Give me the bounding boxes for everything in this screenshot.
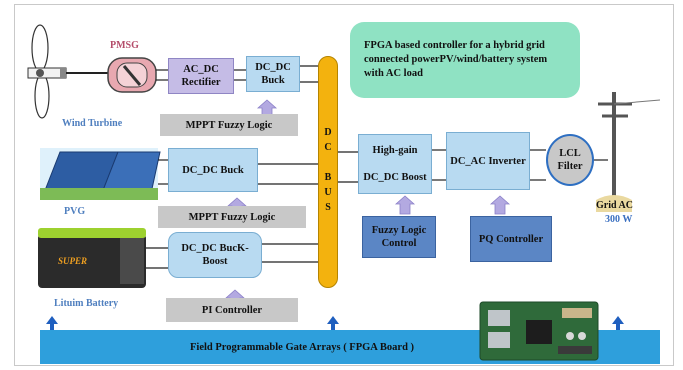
arrow-up-icon — [327, 316, 339, 330]
dc-ac-inverter-block: DC_AC Inverter — [446, 132, 530, 190]
arrow-up-icon — [46, 316, 58, 330]
pmsg-label: PMSG — [110, 40, 139, 51]
dc-dc-buck-top-block: DC_DC Buck — [246, 56, 300, 92]
pq-controller-block: PQ Controller — [470, 216, 552, 262]
mppt-fuzzy-top-block: MPPT Fuzzy Logic — [160, 114, 298, 136]
pi-controller-block: PI Controller — [166, 298, 298, 322]
dc-dc-buck-boost-block: DC_DC BucK-Boost — [168, 232, 262, 278]
solar-panel-icon — [40, 148, 161, 200]
fpga-bar-label: Field Programmable Gate Arrays ( FPGA Bo… — [190, 341, 415, 353]
mppt-fuzzy-pv-block: MPPT Fuzzy Logic — [158, 206, 306, 228]
pv-label: PVG — [64, 206, 86, 217]
battery-icon — [38, 228, 146, 288]
fpga-board-icon — [479, 301, 599, 361]
utility-pole-icon — [596, 92, 661, 212]
lcl-filter-block: LCL Filter — [546, 134, 594, 186]
grid-power-label: 300 W — [605, 214, 633, 225]
wind-turbine-label: Wind Turbine — [62, 118, 123, 129]
title-box: FPGA based controller for a hybrid grid … — [350, 22, 580, 98]
ac-dc-rectifier-block: AC_DC Rectifier — [168, 58, 234, 94]
arrow-up-icon — [394, 195, 416, 215]
high-gain-boost-block: High-gain DC_DC Boost — [358, 134, 432, 194]
fuzzy-logic-control-block: Fuzzy Logic Control — [362, 216, 436, 258]
arrow-up-icon — [489, 195, 511, 215]
battery-label: Lituim Battery — [54, 298, 119, 309]
pmsg-icon — [107, 57, 157, 93]
fpga-board-image — [478, 300, 600, 362]
title-text: FPGA based controller for a hybrid grid … — [364, 40, 548, 79]
arrow-up-icon — [612, 316, 624, 330]
battery-brand: SUPER — [58, 256, 88, 266]
high-gain-subtitle: DC_DC Boost — [363, 172, 427, 183]
high-gain-title: High-gain — [372, 145, 418, 156]
dc-dc-buck-pv-block: DC_DC Buck — [168, 148, 258, 192]
wind-turbine-icon — [27, 24, 108, 119]
dc-bus: DC BUS — [318, 56, 338, 288]
grid-ac-label: Grid AC — [596, 200, 633, 211]
